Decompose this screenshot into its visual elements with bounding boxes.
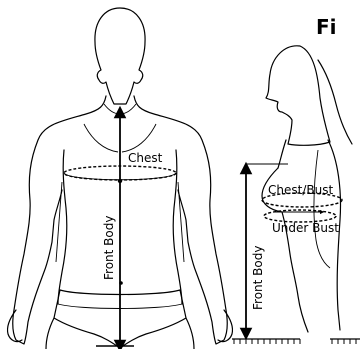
figure-title: Fi bbox=[316, 15, 337, 39]
male-chest-point bbox=[118, 179, 122, 183]
male-chest-label: Chest bbox=[128, 151, 163, 165]
female-front-body-label: Front Body bbox=[251, 246, 265, 310]
male-front-body-label: Front Body bbox=[102, 216, 116, 280]
female-under-bust-label: Under Bust bbox=[272, 221, 339, 235]
female-figure: Chest/Bust Under Bust Front Body bbox=[246, 46, 352, 334]
female-chest-bust-label: Chest/Bust bbox=[268, 183, 333, 197]
ground-hatch-marks bbox=[234, 339, 356, 344]
male-figure: Chest Front Body bbox=[7, 8, 232, 349]
